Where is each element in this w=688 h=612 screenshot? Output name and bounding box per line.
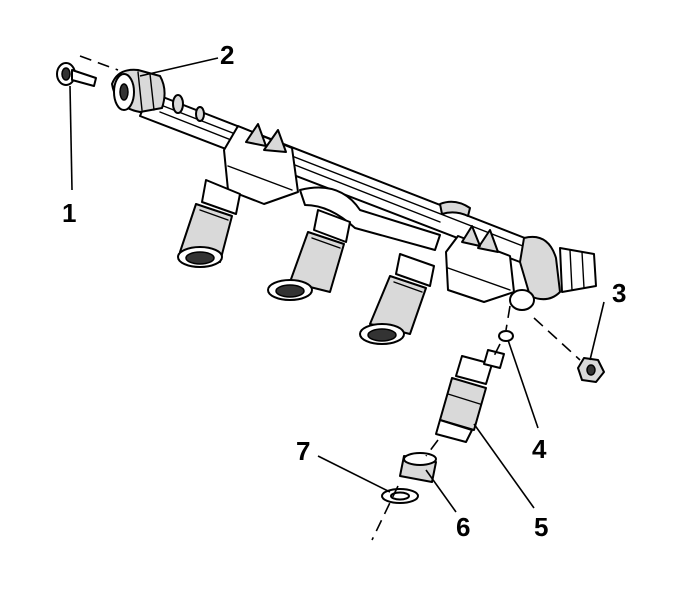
callout-1: 1 <box>62 198 76 228</box>
pressure-regulator <box>111 68 166 113</box>
mount-bracket-right <box>445 225 515 303</box>
injector-installed-2 <box>267 209 351 301</box>
lower-seal <box>399 452 437 483</box>
callout-5: 5 <box>534 512 548 542</box>
rail-nut <box>577 357 605 383</box>
mount-bracket-left <box>223 123 299 205</box>
rail-bolt <box>56 62 97 87</box>
callout-6: 6 <box>456 512 470 542</box>
callout-4: 4 <box>532 434 547 464</box>
injector-installed-3 <box>359 253 435 345</box>
callout-3: 3 <box>612 278 626 308</box>
alignment-lines <box>79 55 581 541</box>
callout-2: 2 <box>220 40 234 70</box>
callout-7: 7 <box>296 436 310 466</box>
upper-o-ring <box>498 330 514 342</box>
rail-end-cap <box>509 236 597 311</box>
injector-installed-1 <box>177 179 241 268</box>
leader-lines <box>69 57 605 513</box>
injector-exploded <box>435 349 505 443</box>
lower-washer <box>381 488 419 504</box>
